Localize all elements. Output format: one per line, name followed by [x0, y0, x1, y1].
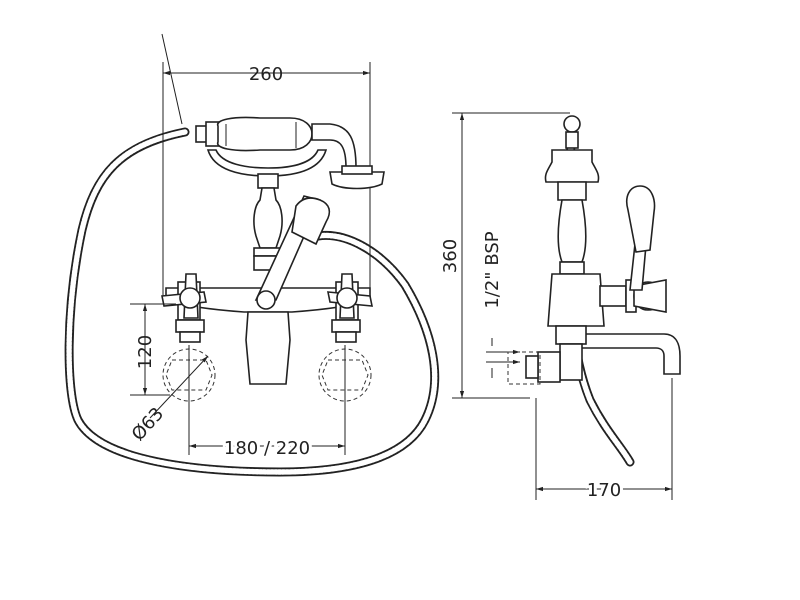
handset-side: [544, 115, 600, 263]
mounting-hole-left: [162, 345, 216, 455]
width-label: 260: [249, 64, 283, 85]
right-valve-front: [327, 273, 373, 343]
thread-callout: 1/2" BSP: [482, 231, 520, 378]
dimension-projection: 170: [535, 378, 673, 504]
shower-hose-front: [64, 127, 440, 477]
tap-body-side: [507, 185, 681, 385]
mounting-hole-right: [318, 345, 372, 455]
dimension-height-side: 360: [437, 112, 570, 399]
thread-label: 1/2" BSP: [482, 231, 503, 308]
projection-label: 170: [587, 480, 621, 501]
tap-body-front: [165, 173, 371, 385]
shower-handset: [195, 116, 385, 190]
height-side-label: 360: [440, 239, 461, 273]
centres-label: 180 / 220: [224, 438, 310, 459]
left-valve-front: [161, 273, 207, 343]
side-view: 360 1/2" BSP: [437, 112, 681, 504]
dimension-centres: 180 / 220: [189, 435, 345, 462]
front-view: 260: [64, 33, 440, 477]
height-front-label: 120: [135, 335, 156, 369]
dimension-height-front: 120: [130, 303, 176, 396]
hole-diameter-label: Ø63: [128, 404, 168, 446]
dimension-width: 260: [162, 62, 371, 300]
leader-line: [161, 33, 183, 125]
